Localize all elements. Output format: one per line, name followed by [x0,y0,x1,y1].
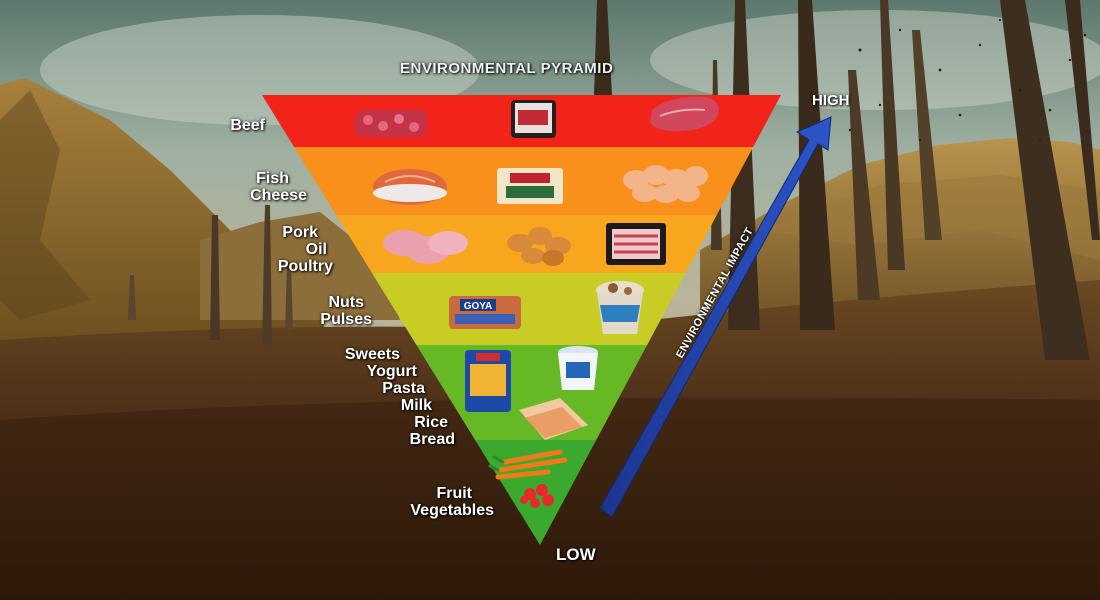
tier-label-fruit-vegetables: Fruit Vegetables [374,485,494,519]
cheese-package-image [497,168,563,204]
scale-high-label: HIGH [812,92,850,109]
chicken-wings-image [507,227,571,266]
carrots-image [488,449,568,480]
steak-image [650,96,719,132]
tier-label-beef: Beef [185,117,265,134]
tomatoes-image [520,484,554,508]
tier-label-fish-cheese: Fish Cheese [227,170,307,204]
goya-label: GOYA [464,301,493,312]
ground-beef-image [355,110,427,137]
cloud [650,10,1100,110]
tier-label-pork-oil-poultry: Pork Oil Poultry [253,224,333,275]
pork-chops-image [383,230,468,264]
left-mountain-shadow [0,90,90,320]
scale-low-label: LOW [556,545,596,564]
bread-slices-image [519,398,588,440]
yogurt-container-image [558,346,598,390]
far-hills [200,212,400,320]
shrimp-image [623,165,708,203]
tier-item: Pasta [382,380,425,397]
tier-item: Nuts [328,294,364,311]
tier-item: Pulses [320,311,372,328]
pasta-bag-image [465,350,511,412]
salmon-steak-image [373,169,447,205]
tier-item: Vegetables [410,502,494,519]
dead-trees [128,0,1100,360]
packaged-beef-image [511,100,556,138]
tier-item: Fish [256,170,289,187]
tier-item: Fruit [436,485,472,502]
tier-label-sweets-bread: Sweets Yogurt Pasta Milk Rice Bread [325,346,455,448]
tier-item: Oil [305,241,327,258]
tier-item: Beef [230,117,265,134]
diagram-title: ENVIRONMENTAL PYRAMID [400,60,614,77]
tier-item: Cheese [250,187,307,204]
tier-item: Sweets [344,346,400,363]
tier-item: Rice [414,414,448,431]
tier-item: Bread [409,431,455,448]
tier-item: Poultry [277,258,333,275]
ice-cream-tub-image [596,281,644,334]
ash-particles [848,18,1087,142]
environmental-impact-arrow [599,116,832,518]
tier-item: Pork [282,224,318,241]
tier-item: Milk [400,397,432,414]
tier-item: Yogurt [366,363,417,380]
bacon-package-image [606,223,666,265]
tier-label-nuts-pulses: Nuts Pulses [292,294,372,328]
goya-beans-bag-image: GOYA [449,296,521,329]
